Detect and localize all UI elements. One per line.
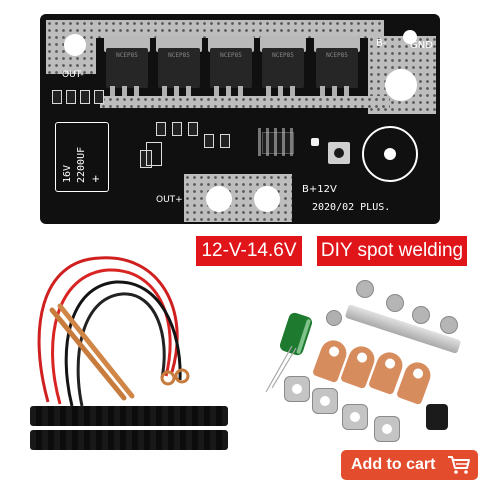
label-out-minus: OUT- [62,70,84,80]
led [311,138,319,146]
copper-pen-2 [57,303,135,399]
smd-component [188,122,198,136]
label-date: 2020/02 PLUS. [312,202,391,213]
pad-out-plus [184,174,292,222]
product-tag: DIY spot welding [317,236,467,266]
label-gnd: GND [410,40,433,51]
spot-welder-pcb: NCEP85 NCEP85 NCEP85 NCEP85 NCEP85 OUT- … [40,14,440,224]
heat-shrink-tube-1 [30,406,228,426]
buzzer [426,404,448,430]
black-wire [64,280,182,407]
smd-resistor [80,90,90,104]
smd-resistor [52,90,62,104]
voltage-tag: 12-V-14.6V [196,236,302,266]
label-b-plus: B+12V [302,184,337,195]
smd-resistor [94,90,104,104]
cap-voltage: 16V [62,164,73,183]
cap-capacitance: 2200UF [76,146,87,183]
welding-pen-cables [37,256,190,407]
out-plus-hole-2 [254,186,280,212]
screw [386,294,404,312]
buzzer-outline [362,126,418,182]
heat-shrink-tube-2 [30,430,228,450]
cap-plus: + [92,171,100,186]
smd-resistor [66,90,76,104]
smd-component [220,134,230,148]
red-wire [37,256,179,403]
screw [326,310,342,326]
nut [312,388,338,414]
red-wire-2 [51,268,172,405]
nut [374,416,400,442]
screw [412,306,430,324]
pad-mid-strip [100,96,390,108]
black-wire-2 [76,292,166,407]
nut [284,376,310,402]
out-plus-hole-1 [206,186,232,212]
mosfet-1: NCEP85 [104,36,150,96]
screw [440,316,458,334]
mosfet-2: NCEP85 [156,36,202,96]
mosfet-5: NCEP85 [314,36,360,96]
capacitor-outline: 16V 2200UF + [55,122,109,192]
ring-terminal [174,368,190,384]
mount-hole [64,34,86,56]
smd-component [172,122,182,136]
add-to-cart-button[interactable]: Add to cart [341,450,478,480]
gnd-hole [403,30,417,44]
smd-component [204,134,214,148]
shopping-cart-icon [448,456,470,474]
smd-component [156,122,166,136]
capacitor-leads [265,345,297,393]
mosfet-4: NCEP85 [260,36,306,96]
label-out-plus: OUT+ [156,195,183,205]
add-to-cart-label: Add to cart [351,456,436,473]
screw [356,280,374,298]
mosfet-3: NCEP85 [208,36,254,96]
component-outline [146,142,162,166]
label-b-minus: B- [376,38,387,49]
b-minus-hole [385,69,417,101]
ring-terminal [160,370,176,386]
nut [342,404,368,430]
trigger-button [328,142,350,164]
pad-top-strip [96,20,384,38]
ic-pins [258,128,296,156]
copper-pen-1 [49,307,127,401]
